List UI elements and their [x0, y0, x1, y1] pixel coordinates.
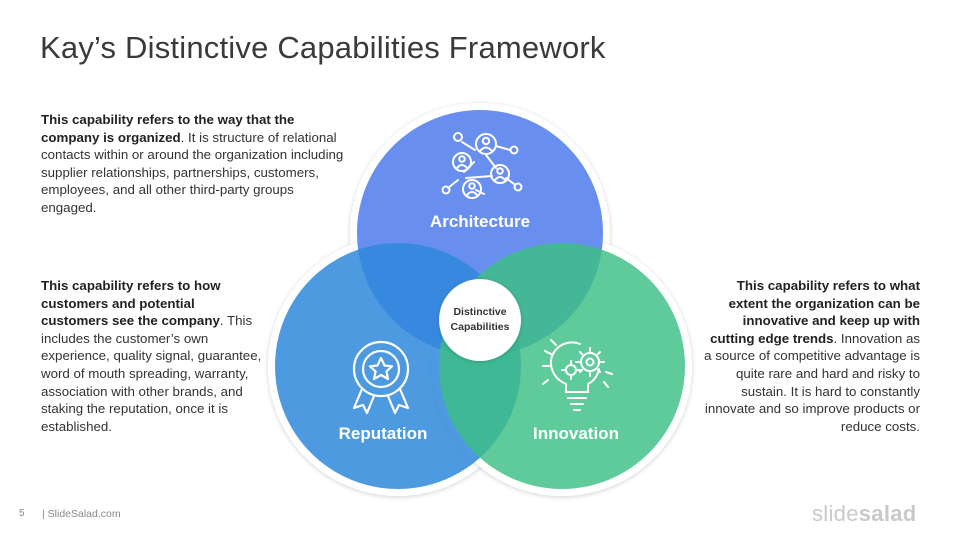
- center-label-line2: Capabilities: [451, 321, 510, 333]
- reputation-description: This capability refers to how customers …: [41, 277, 263, 435]
- architecture-description-bold: This capability refers to the way that t…: [41, 112, 295, 145]
- architecture-description: This capability refers to the way that t…: [41, 111, 346, 217]
- logo-part1: slide: [812, 501, 859, 526]
- innovation-description-bold: This capability refers to what extent th…: [710, 278, 920, 346]
- reputation-description-bold: This capability refers to how customers …: [41, 278, 221, 329]
- page-number: 5: [19, 508, 25, 519]
- logo-part2: salad: [858, 501, 917, 526]
- lightbulb-gears-icon: [542, 339, 613, 411]
- network-people-icon: [441, 132, 523, 199]
- center-badge: [439, 279, 521, 361]
- reputation-description-text: . This includes the customer’s own exper…: [41, 313, 262, 434]
- reputation-label: Reputation: [339, 424, 428, 443]
- innovation-description-text: . Innovation as a source of competitive …: [704, 330, 920, 434]
- footer-site-link: | SlideSalad.com: [42, 508, 121, 520]
- innovation-description: This capability refers to what extent th…: [700, 277, 920, 435]
- slide-title: Kay’s Distinctive Capabilities Framework: [40, 30, 606, 65]
- architecture-label: Architecture: [430, 212, 530, 231]
- architecture-description-text: . It is structure of relational contacts…: [41, 129, 344, 215]
- award-ribbon-icon: [352, 340, 410, 415]
- innovation-label: Innovation: [533, 424, 619, 443]
- slidesalad-logo: slidesalad: [812, 501, 917, 527]
- center-label-line1: Distinctive: [453, 306, 506, 318]
